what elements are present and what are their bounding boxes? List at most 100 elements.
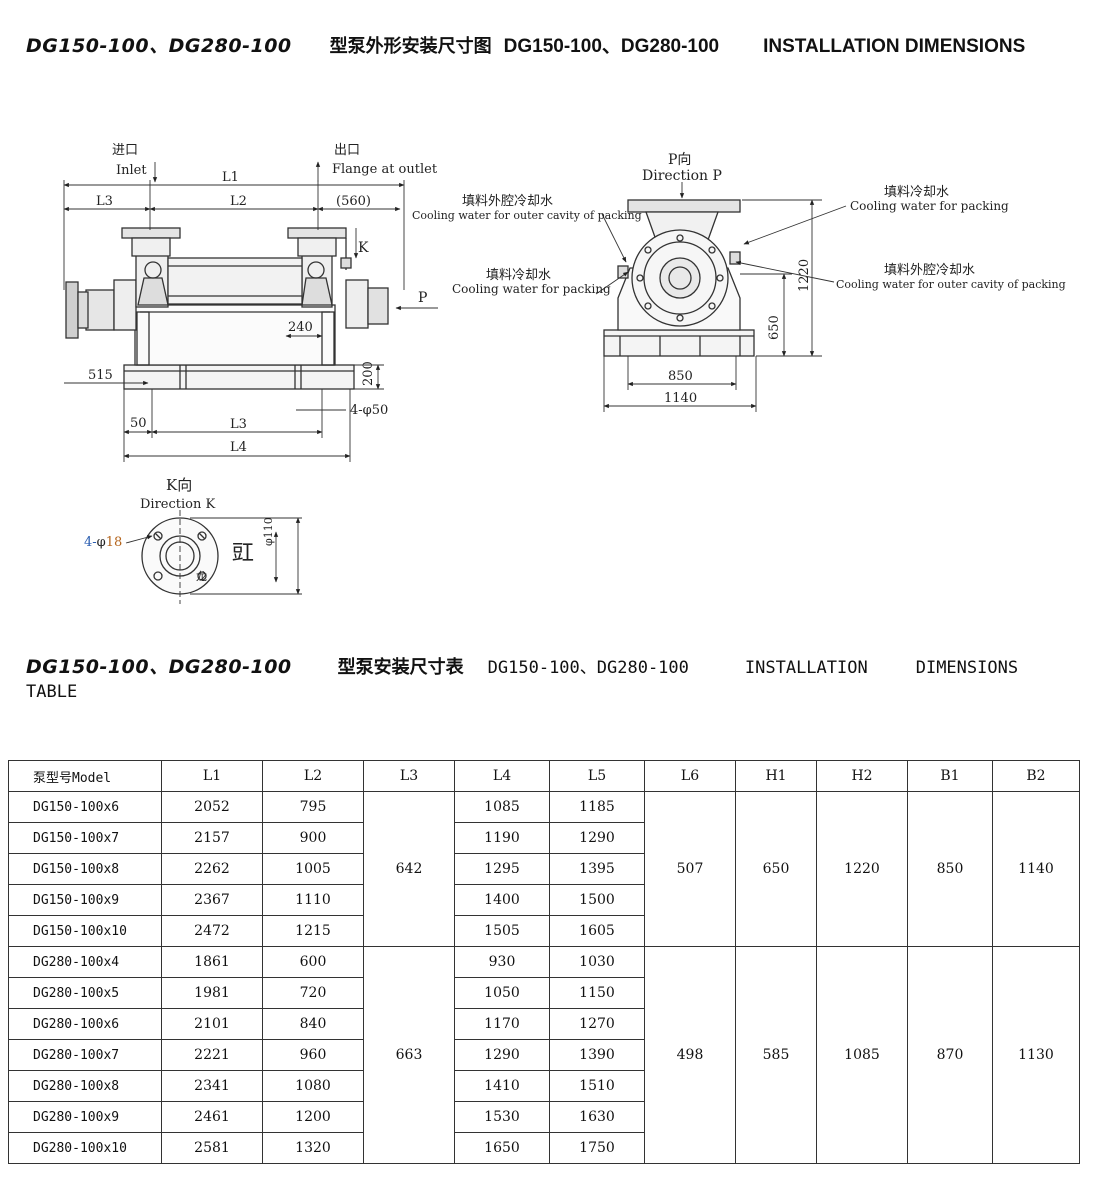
cell-B1: 870 [907,946,993,1164]
k-bolt-phi: φ [97,535,106,550]
k-mark: 龙 [196,570,207,583]
cell-L2: 795 [262,791,364,823]
dim-50: 50 [130,416,147,431]
cell-model: DG150-100x8 [8,853,162,885]
k-seal: 豇 [232,541,254,566]
cell-L4: 1530 [454,1101,550,1133]
table-row: DG280-100x10 2581 1320 1650 1750 [8,1132,1080,1164]
dim-515: 515 [88,368,113,383]
table-row: DG280-100x9 2461 1200 1530 1630 [8,1101,1080,1133]
title-models: DG150-100、DG280-100 [503,36,720,57]
col-B2: B2 [992,760,1080,792]
cell-L2: 840 [262,1008,364,1040]
label-K: K [358,240,369,256]
inlet-cn: 进口 [112,143,138,158]
cell-L2: 600 [262,946,364,978]
col-L3: L3 [363,760,455,792]
table-title-en2: DIMENSIONS [915,658,1019,678]
cool-pack-right-cn: 填料冷却水 [884,185,949,200]
dim-L3-bottom: L3 [230,417,247,432]
table-title-cn: 型泵安装尺寸表 [337,657,464,678]
cell-L4: 1170 [454,1008,550,1040]
dim-240: 240 [288,320,313,335]
cell-B2: 1130 [992,946,1080,1164]
direction-p-en: Direction P [642,168,722,184]
cell-L1: 2581 [161,1132,263,1164]
cell-H1: 585 [735,946,817,1164]
table-title-en1: INSTALLATION [744,658,868,678]
cell-model: DG280-100x5 [8,977,162,1009]
direction-p-view [595,182,847,412]
col-H1: H1 [735,760,817,792]
dim-650: 650 [767,315,782,340]
cell-B1: 850 [907,791,993,947]
cell-L1: 1861 [161,946,263,978]
cool-pack-right-en: Cooling water for packing [850,199,1009,213]
col-L1: L1 [161,760,263,792]
cell-L4: 1650 [454,1132,550,1164]
dim-200: 200 [361,361,376,386]
col-L2: L2 [262,760,364,792]
cell-L1: 2052 [161,791,263,823]
cell-L4: 1190 [454,822,550,854]
table-title-models: DG150-100、DG280-100 [487,658,689,678]
cell-L1: 2472 [161,915,263,947]
col-B1: B1 [907,760,993,792]
cell-L6: 498 [644,946,736,1164]
col-L4: L4 [454,760,550,792]
table-row: DG150-100x8 2262 1005 1295 1395 [8,853,1080,885]
cell-L5: 1605 [549,915,645,947]
k-bolt-prefix: 4- [84,535,97,550]
cell-L6: 507 [644,791,736,947]
cell-L2: 1080 [262,1070,364,1102]
cell-L2: 1215 [262,915,364,947]
cell-L2: 960 [262,1039,364,1071]
cell-L4: 1410 [454,1070,550,1102]
cool-pack-left-cn: 填料冷却水 [486,268,551,283]
table-title-en3: TABLE [26,682,78,702]
cell-B2: 1140 [992,791,1080,947]
inlet-en: Inlet [116,163,147,178]
k-bolt-size: 18 [106,535,123,550]
cool-outer-left-cn: 填料外腔冷却水 [462,194,553,209]
direction-k-labels: K向 Direction K 4-φ18 φ110 豇 龙 [84,476,275,583]
title-models-italic: DG150-100、DG280-100 [26,35,292,57]
cell-H1: 650 [735,791,817,947]
cell-model: DG280-100x9 [8,1101,162,1133]
cell-L1: 2461 [161,1101,263,1133]
cell-L2: 1200 [262,1101,364,1133]
table-row: DG280-100x8 2341 1080 1410 1510 [8,1070,1080,1102]
cell-model: DG150-100x10 [8,915,162,947]
table-row: DG280-100x5 1981 720 1050 1150 [8,977,1080,1009]
dim-560: (560) [336,194,371,209]
cell-L4: 1085 [454,791,550,823]
cell-L3: 642 [363,791,455,947]
cell-L4: 1400 [454,884,550,916]
cell-model: DG150-100x9 [8,884,162,916]
dim-L2: L2 [230,194,247,209]
cell-L5: 1290 [549,822,645,854]
direction-k-view [125,510,302,604]
col-H2: H2 [816,760,908,792]
dim-1140: 1140 [664,391,697,406]
cell-L3: 663 [363,946,455,1164]
cell-L4: 930 [454,946,550,978]
cell-L5: 1750 [549,1132,645,1164]
cell-model: DG280-100x10 [8,1132,162,1164]
title-en: INSTALLATION DIMENSIONS [763,36,1026,57]
table-header-row: 泵型号Model L1 L2 L3 L4 L5 L6 H1 H2 B1 B2 [8,760,1080,792]
side-view [63,161,438,462]
cell-model: DG280-100x8 [8,1070,162,1102]
cell-L4: 1290 [454,1039,550,1071]
cell-L5: 1510 [549,1070,645,1102]
cell-L1: 2262 [161,853,263,885]
cell-L2: 1320 [262,1132,364,1164]
cell-L2: 900 [262,822,364,854]
cell-L5: 1395 [549,853,645,885]
k-phi-110: φ110 [262,517,275,546]
col-L5: L5 [549,760,645,792]
k-bolt-label: 4-φ18 [84,535,122,550]
dim-L1: L1 [222,170,239,185]
